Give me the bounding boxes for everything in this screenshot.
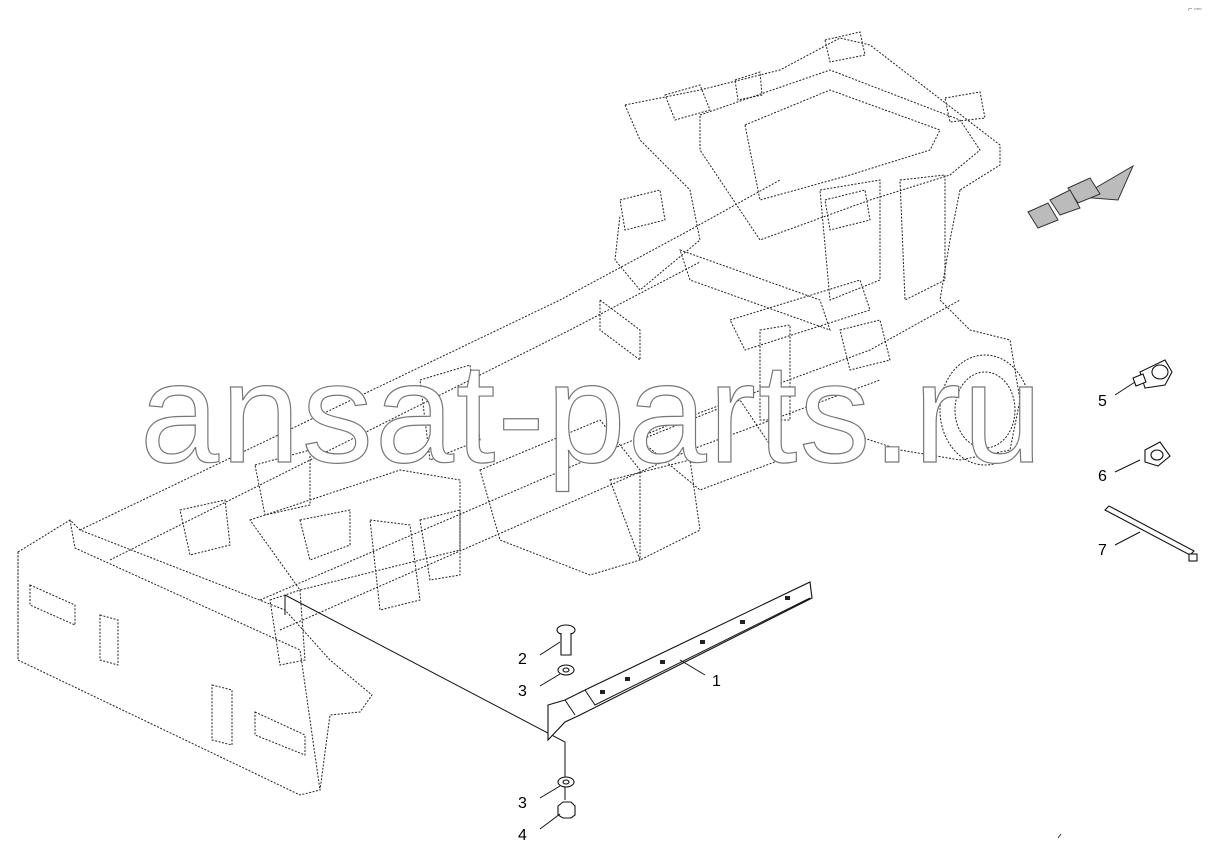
washer-part-3-bottom bbox=[557, 776, 575, 788]
cable-tie-icon bbox=[1104, 505, 1198, 562]
vehicle-frame bbox=[17, 31, 1031, 796]
watermark-text: ansat-parts.ru bbox=[140, 334, 1044, 493]
callout-1: 1 bbox=[712, 673, 721, 690]
callout-leaders bbox=[539, 381, 1141, 830]
callout-6: 6 bbox=[1098, 468, 1107, 485]
washer-part-3-top bbox=[557, 664, 575, 676]
front-direction-arrow-icon bbox=[1027, 164, 1135, 229]
callout-7: 7 bbox=[1098, 542, 1107, 559]
hose-clamp-icon bbox=[1132, 359, 1173, 389]
corner-mark: ⌐ ▫▫▫ bbox=[1188, 6, 1201, 13]
cable-clip-icon bbox=[1144, 441, 1171, 467]
callout-4: 4 bbox=[518, 827, 527, 844]
callout-3-bottom: 3 bbox=[518, 795, 527, 812]
callout-5: 5 bbox=[1098, 393, 1107, 410]
bracket-part-1 bbox=[547, 581, 813, 742]
nut-part-4 bbox=[557, 801, 576, 819]
bolt-part-2 bbox=[556, 624, 576, 656]
callout-2: 2 bbox=[518, 651, 527, 668]
callout-3-top: 3 bbox=[518, 683, 527, 700]
stray-tick-mark bbox=[1057, 833, 1062, 839]
